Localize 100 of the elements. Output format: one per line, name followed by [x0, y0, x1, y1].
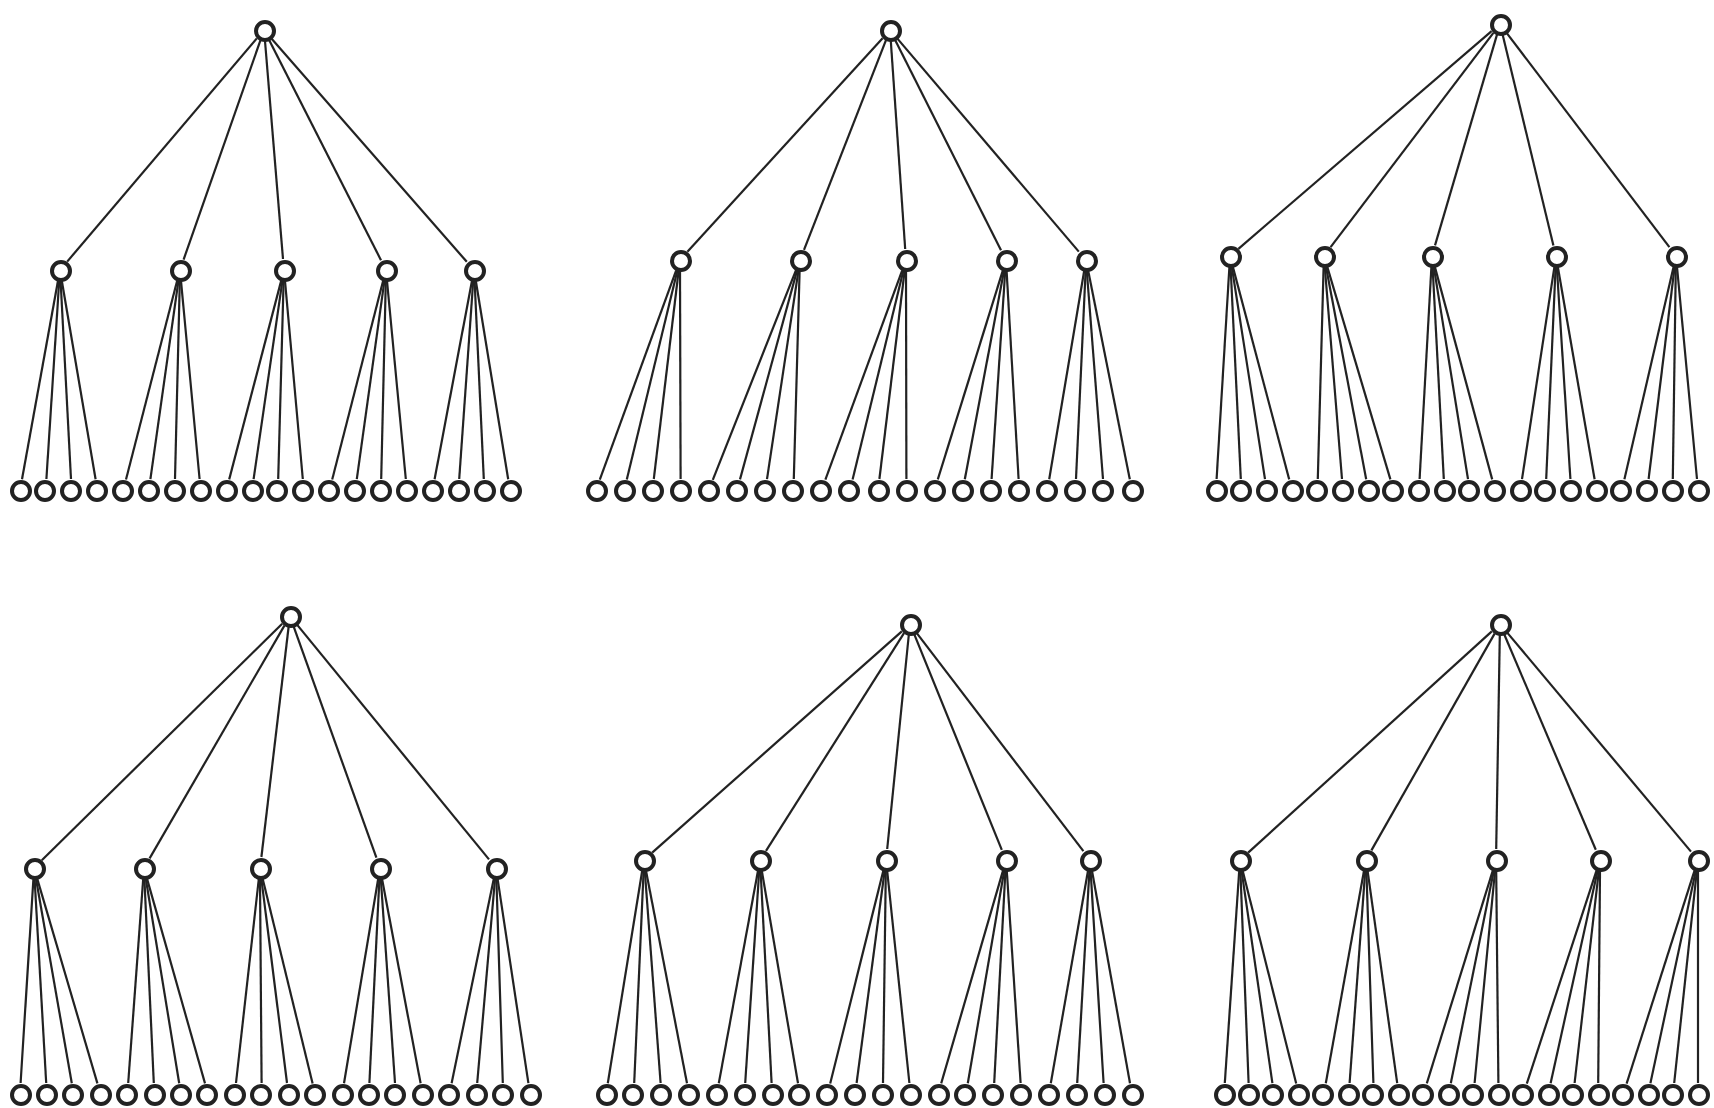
tree-node-circle: [1462, 1083, 1485, 1105]
tree-edge-line: [1048, 270, 1086, 480]
tree-node-circle: [438, 1083, 461, 1105]
tree-node-circle: [279, 605, 301, 627]
tree-edge-line: [182, 40, 262, 260]
tree-node-circle: [1437, 1083, 1460, 1105]
tree-edge-line: [380, 878, 422, 1084]
tree-node-circle: [1262, 1083, 1285, 1105]
tree-node-circle: [951, 479, 974, 501]
tree-edge-line: [331, 280, 385, 480]
tree-edge-line: [1240, 870, 1274, 1084]
tree-edge-line: [1549, 870, 1599, 1084]
tree-edge-line: [342, 878, 380, 1084]
tree-edge-line: [41, 623, 283, 861]
tree-node-circle: [344, 479, 367, 501]
tree-edge-line: [1231, 266, 1291, 480]
tree-edge-line: [760, 870, 800, 1084]
tree-node-circle: [595, 1083, 617, 1105]
tree-edge-line: [915, 632, 1085, 852]
tree-edge-line: [711, 269, 798, 481]
tree-node-circle: [133, 857, 155, 879]
tree-node-circle: [116, 1083, 139, 1105]
tree-edge-line: [717, 870, 760, 1084]
tree-node-circle: [112, 479, 135, 501]
tree-edge-line: [1449, 870, 1495, 1084]
tree-node-circle: [170, 1083, 193, 1105]
tree-node-circle: [1382, 479, 1405, 501]
tree-edge-line: [792, 270, 801, 480]
tree-node-circle: [879, 19, 901, 41]
tree-edge-line: [1324, 266, 1368, 480]
tree-node-circle: [1010, 1083, 1033, 1105]
tree-node-circle: [1562, 1083, 1585, 1105]
tree-edge-line: [855, 870, 886, 1084]
tree-node-circle: [277, 1083, 300, 1105]
tree-node-circle: [1281, 479, 1304, 501]
tree-edge-line: [277, 280, 285, 480]
tree-node-circle: [1587, 1083, 1610, 1105]
tree-node-circle: [215, 479, 238, 501]
tree-edge-line: [36, 878, 99, 1084]
tree-edge-line: [1675, 266, 1699, 480]
tree-node-circle: [923, 479, 946, 501]
tree-edge-line: [759, 870, 773, 1084]
tree-edge-line: [450, 878, 495, 1084]
tree-node-circle: [697, 479, 720, 501]
tree-edge-line: [738, 270, 799, 480]
tree-edge-line: [234, 878, 260, 1084]
tree-node-circle: [982, 1083, 1005, 1105]
tree-node-circle: [1036, 479, 1059, 501]
tree-edge-line: [1495, 635, 1501, 849]
tree-edge-line: [1324, 870, 1366, 1084]
tree-node-circle: [1205, 479, 1227, 501]
tree-node-circle: [1407, 479, 1430, 501]
tree-node-circle: [899, 1083, 922, 1105]
tree-node-circle: [1589, 849, 1611, 871]
tree-edge-line: [851, 270, 905, 480]
tree-node-circle: [1687, 1083, 1709, 1105]
tree-edge-line: [19, 878, 35, 1084]
tree-edge-line: [252, 280, 284, 480]
tree-node-circle: [1331, 479, 1354, 501]
tree-edge-line: [496, 878, 530, 1084]
tree-node-circle: [1636, 479, 1659, 501]
tree-node-circle: [875, 849, 897, 871]
tree-edge-line: [886, 634, 910, 850]
tree-edge-line: [651, 630, 903, 854]
tree-edge-line: [606, 870, 644, 1084]
tree-node-circle: [1092, 479, 1115, 501]
tree-edge-line: [144, 878, 181, 1084]
tree-node-circle: [1489, 13, 1511, 35]
tree-node-circle: [1312, 1083, 1335, 1105]
tree-edge-line: [1089, 870, 1105, 1084]
tree-node-circle: [1484, 479, 1507, 501]
tree-node-circle: [60, 479, 83, 501]
tree-node-circle: [585, 479, 607, 501]
tree-edge-line: [127, 878, 145, 1084]
tree-node-circle: [1585, 479, 1608, 501]
tree-edge-line: [228, 280, 283, 480]
tree-node-circle: [223, 1083, 246, 1105]
tree-node-circle: [927, 1083, 950, 1105]
tree-node-circle: [253, 19, 275, 41]
tree-node-circle: [169, 259, 191, 281]
tree-edge-line: [1215, 266, 1231, 480]
tree-node-circle: [1357, 479, 1380, 501]
tree-node-circle: [1064, 479, 1087, 501]
tree-node-circle: [196, 1083, 219, 1105]
tree-node-circle: [1509, 479, 1532, 501]
tree-node-circle: [1637, 1083, 1660, 1105]
tree-node-circle: [789, 249, 811, 271]
tree-edge-line: [652, 270, 680, 480]
tree-node-circle: [250, 1083, 273, 1105]
tree-node-circle: [1534, 479, 1557, 501]
tree-node-circle: [782, 479, 805, 501]
tree-node-circle: [369, 857, 391, 879]
tree-edge-line: [433, 280, 474, 480]
tree-edge-line: [765, 270, 800, 480]
tree-node-circle: [163, 479, 186, 501]
tree-node-circle: [318, 479, 341, 501]
tree-node-circle: [89, 1083, 112, 1105]
tree-edge-line: [1230, 266, 1267, 480]
tree-edge-line: [261, 878, 314, 1084]
tree-node-circle: [304, 1083, 327, 1105]
